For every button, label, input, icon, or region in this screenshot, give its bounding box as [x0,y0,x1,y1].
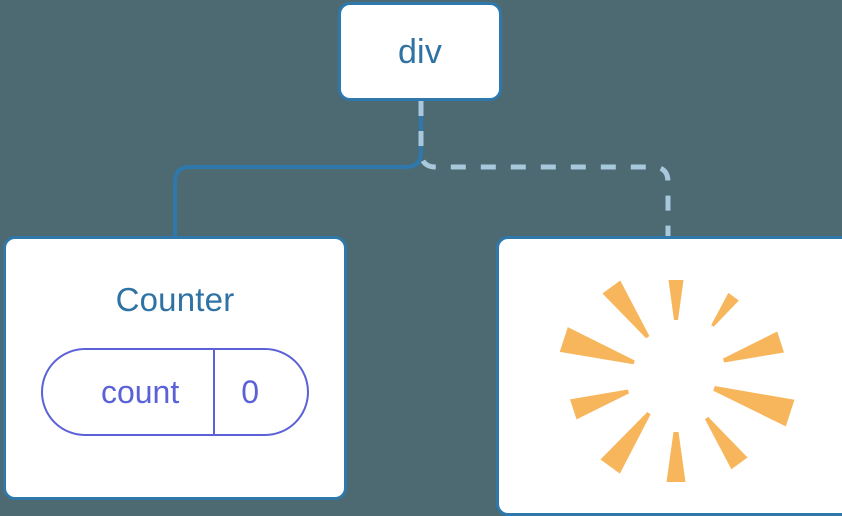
edge-div-to-loading [418,101,671,236]
spinner-spoke-8 [600,412,651,474]
spinner-spoke-0 [559,327,635,365]
tree-node-div[interactable]: div [338,2,502,101]
tree-node-counter[interactable]: Counter count 0 [3,236,347,500]
spinner-spoke-9 [570,389,630,420]
loading-spinner-icon [551,251,801,501]
state-value-label: 0 [213,350,307,434]
spinner-spoke-7 [666,432,686,482]
spinner-spoke-3 [711,292,739,327]
spinner-spoke-6 [704,416,748,470]
state-pill-count[interactable]: count 0 [40,348,310,436]
spinner-spoke-2 [668,280,684,320]
tree-node-div-label: div [397,32,443,71]
component-tree-canvas: div Counter count 0 [3,2,842,516]
tree-node-loading[interactable] [496,236,842,516]
tree-node-counter-label: Counter [115,281,235,318]
spinner-spoke-1 [602,280,650,339]
state-key-label: count [100,374,180,410]
spinner-spokes [559,280,795,482]
spinner-spoke-5 [713,385,795,427]
edge-div-to-counter [173,99,423,238]
spinner-spoke-4 [722,331,785,363]
